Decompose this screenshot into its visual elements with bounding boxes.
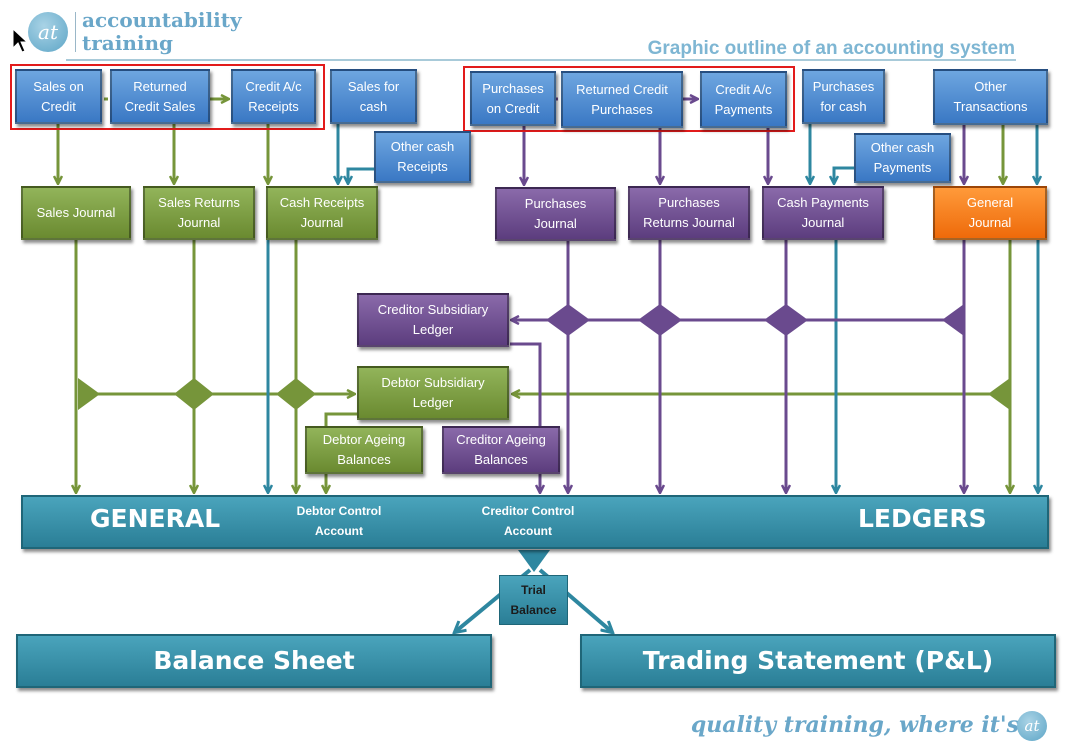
creditor-ageing-balances-box[interactable]: Creditor Ageing Balances: [442, 426, 560, 474]
ledgers-label: LEDGERS: [858, 504, 987, 533]
creditor-control-account-label: Creditor Control Account: [481, 504, 575, 538]
creditor-subsidiary-ledger-box[interactable]: Creditor Subsidiary Ledger: [357, 293, 509, 347]
trading-statement-label: Trading Statement (P&L): [642, 646, 994, 675]
cash-receipts-journal-box[interactable]: Cash Receipts Journal: [266, 186, 378, 240]
logo-divider: [75, 12, 76, 52]
balance-sheet-label: Balance Sheet: [153, 646, 355, 675]
credit-sales-group-frame: [10, 64, 325, 130]
title-underline: [66, 59, 1016, 61]
general-journal-box[interactable]: General Journal: [933, 186, 1047, 240]
purchases-journal-box[interactable]: Purchases Journal: [495, 187, 616, 241]
brand-name-line1: accountability: [82, 8, 242, 32]
trading-statement-box[interactable]: Trading Statement (P&L): [580, 634, 1056, 688]
debtor-ageing-balances-box[interactable]: Debtor Ageing Balances: [305, 426, 423, 474]
balance-sheet-box[interactable]: Balance Sheet: [16, 634, 492, 688]
returned-credit-purchases-box[interactable]: Returned Credit Purchases: [561, 71, 683, 128]
other-cash-payments-box[interactable]: Other cash Payments: [854, 133, 951, 183]
trial-balance-box[interactable]: Trial Balance: [499, 575, 568, 625]
sales-on-credit-box[interactable]: Sales on Credit: [15, 69, 102, 124]
credit-receipts-box[interactable]: Credit A/c Receipts: [231, 69, 316, 124]
credit-payments-box[interactable]: Credit A/c Payments: [700, 71, 787, 128]
brand-logo-icon: at: [28, 12, 68, 52]
debtor-subsidiary-ledger-box[interactable]: Debtor Subsidiary Ledger: [357, 366, 509, 420]
other-cash-receipts-box[interactable]: Other cash Receipts: [374, 131, 471, 183]
purchases-for-cash-box[interactable]: Purchases for cash: [802, 69, 885, 124]
footer-tagline: quality training, where it's: [690, 712, 1019, 738]
credit-purchases-group-frame: [463, 66, 795, 132]
purchases-returns-journal-box[interactable]: Purchases Returns Journal: [628, 186, 750, 240]
purchases-on-credit-box[interactable]: Purchases on Credit: [470, 71, 556, 126]
brand-name-line2: training: [82, 31, 173, 55]
sales-returns-journal-box[interactable]: Sales Returns Journal: [143, 186, 255, 240]
cash-payments-journal-box[interactable]: Cash Payments Journal: [762, 186, 884, 240]
other-transactions-box[interactable]: Other Transactions: [933, 69, 1048, 125]
debtor-control-account-label: Debtor Control Account: [296, 504, 382, 538]
sales-for-cash-box[interactable]: Sales for cash: [330, 69, 417, 124]
returned-credit-sales-box[interactable]: Returned Credit Sales: [110, 69, 210, 124]
mouse-pointer-icon: [12, 28, 28, 53]
footer-logo-icon: at: [1017, 711, 1047, 741]
general-ledgers-bar[interactable]: [21, 495, 1049, 549]
page-title: Graphic outline of an accounting system: [647, 38, 1015, 59]
general-label: GENERAL: [90, 504, 221, 533]
sales-journal-box[interactable]: Sales Journal: [21, 186, 131, 240]
